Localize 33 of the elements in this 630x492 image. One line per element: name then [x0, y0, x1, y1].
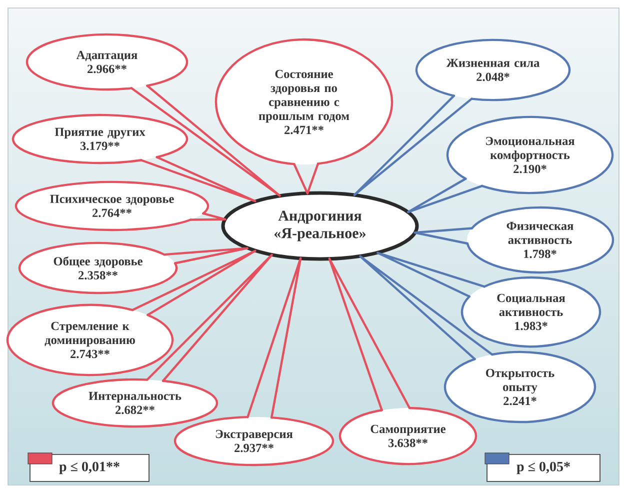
speech-bubble: Физическая активность 1.798* [466, 206, 614, 274]
callout-tail [414, 227, 473, 245]
callout-tail [376, 252, 486, 298]
callout-tail [146, 254, 273, 382]
callout-tail [353, 94, 473, 196]
speech-bubble: Адаптация 2.966** [26, 33, 188, 91]
speech-bubble: Состояние здоровья по сравнению с прошлым годом 2.471** [214, 38, 394, 166]
speech-bubble: Самоприятие 3.638** [338, 406, 478, 466]
speech-bubble: Приятие других 3.179** [12, 114, 188, 164]
speech-bubble: Психическое здоровье 2.764** [15, 180, 209, 232]
speech-bubble: Социальная активность 1.983* [461, 276, 601, 348]
callout-tail [246, 257, 302, 419]
speech-bubble: Общее здоровье 2.358** [18, 242, 178, 294]
node-label: Стремление к доминированию [44, 322, 135, 347]
callout-tail [328, 258, 411, 412]
speech-bubble: Жизненная сила 2.048* [415, 38, 571, 102]
callout-tail [131, 250, 256, 316]
speech-bubble: Интернальность 2.682** [52, 378, 218, 428]
legend-entry: p ≤ 0,05* [486, 454, 600, 482]
speech-bubble: Стремление к доминированию 2.743** [6, 304, 174, 376]
callout-tail [163, 247, 248, 264]
callout-tail [140, 156, 256, 202]
callout-tail [359, 255, 494, 360]
node-label: 2.743** [70, 350, 110, 358]
callout-tail [190, 212, 226, 221]
callout-tail [406, 178, 484, 214]
speech-bubble: Открытость опыту 2.241* [444, 350, 596, 424]
speech-bubble: Экстраверсия 2.937** [174, 416, 334, 466]
callout-tail [130, 84, 281, 197]
legend-entry: p ≤ 0,01** [30, 454, 150, 482]
callout-tail [293, 162, 320, 195]
speech-bubble: Эмоциональная комфортность 2.190* [446, 116, 614, 194]
ellipse-node: Андрогиния «Я-реальное» [221, 191, 419, 261]
